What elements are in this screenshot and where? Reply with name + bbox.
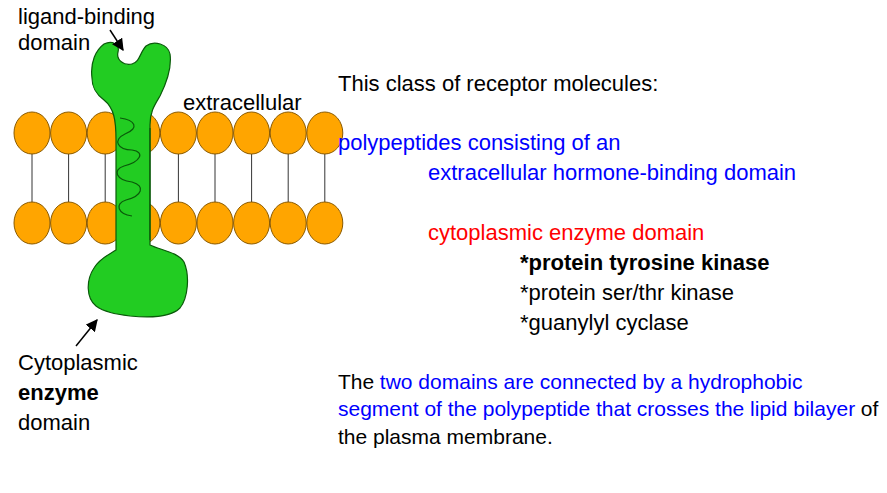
lipid-head [307,202,343,244]
lipid-head [51,202,87,244]
note-text: two domains are connected by a hydrophob… [338,370,855,420]
lipid-head [270,112,306,154]
part-label: extracellular [183,90,302,116]
part-label: Cytoplasmic [18,350,138,376]
lipid-head [234,202,270,244]
lipid-tail [215,150,216,206]
leader-arrow [110,30,123,50]
lipid-tail [324,150,325,206]
note-text: cytoplasmic enzyme domain [428,220,704,246]
transmembrane-helix [117,118,150,240]
lipid-tail [178,150,179,206]
lipid-tail [251,150,252,206]
note-text: The [338,370,374,393]
receptor-protein [88,42,187,317]
lipid-head [14,112,50,154]
lipid-tail [105,150,106,206]
note-text: extracellular hormone-binding domain [428,160,796,186]
lipid-head [197,202,233,244]
lipid-head [160,112,196,154]
lipid-head [234,112,270,154]
part-label: ligand-binding domain [18,4,168,57]
lipid-head [14,202,50,244]
lipid-head [197,112,233,154]
lipid-head [160,202,196,244]
leader-arrow [76,320,97,346]
lipid-head [270,202,306,244]
part-label: domain [18,410,90,436]
note-text: *protein tyrosine kinase [520,250,769,276]
heading: This class of receptor molecules: [338,71,658,97]
note-text: *protein ser/thr kinase [520,280,734,306]
lipid-tail [32,150,33,206]
lipid-tail [288,150,289,206]
note-text: *guanylyl cyclase [520,310,689,336]
part-label: enzyme [18,380,99,406]
note-text: polypeptides consisting of an [338,130,621,156]
lipid-head [307,112,343,154]
paragraph: Thetwo domains are connected by a hydrop… [338,368,883,450]
lipid-bilayer [14,112,343,244]
lipid-tail [68,150,69,206]
lipid-head [51,112,87,154]
